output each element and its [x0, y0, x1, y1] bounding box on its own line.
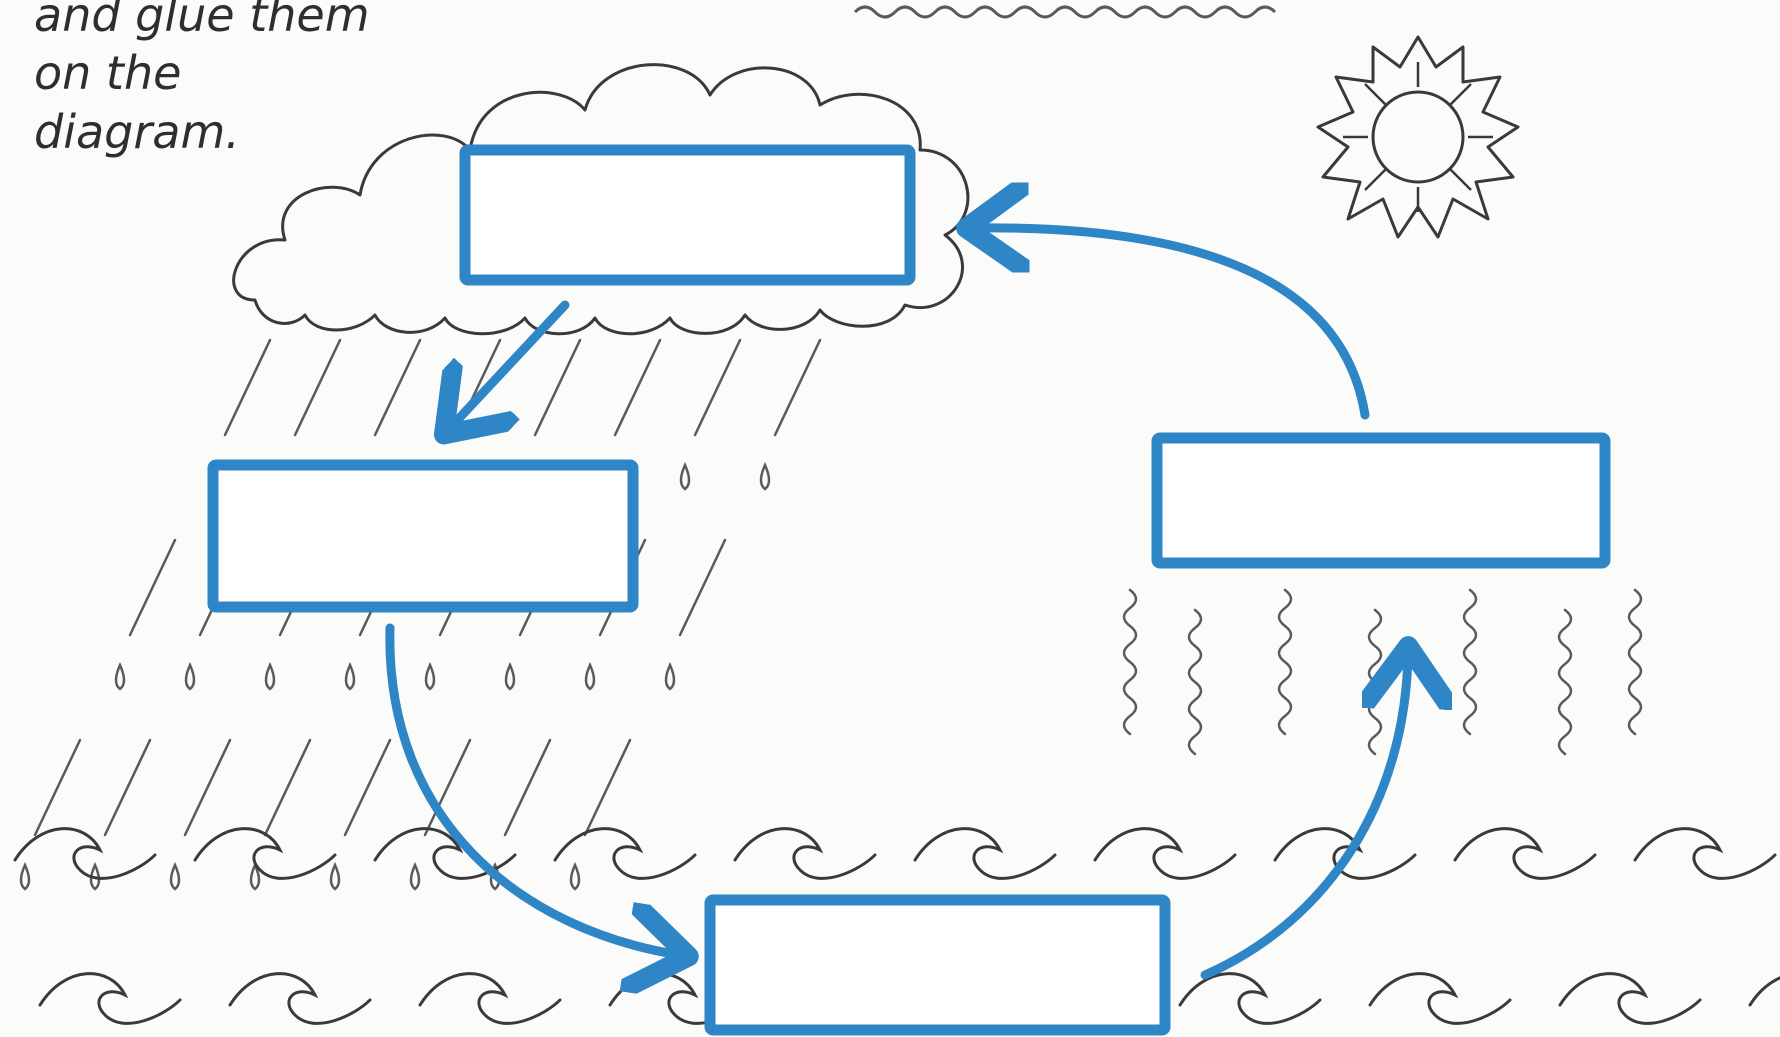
- label-box-rain[interactable]: [213, 465, 633, 607]
- arrow-sea-to-evaporation: [1205, 655, 1408, 975]
- wave-curl: [1370, 974, 1510, 1024]
- vapour-squiggle: [1279, 590, 1291, 734]
- label-box-sea[interactable]: [710, 900, 1165, 1030]
- label-box-evaporation[interactable]: [1157, 438, 1605, 563]
- vapour-squiggle: [1559, 610, 1571, 754]
- wave-curl: [420, 974, 560, 1024]
- evaporation-squiggles-icon: [1124, 590, 1641, 754]
- raindrop-icon: [666, 665, 674, 689]
- rain-streak: [585, 740, 630, 835]
- wave-curl: [230, 974, 370, 1024]
- vapour-squiggle: [1369, 610, 1381, 754]
- wave-curl: [1560, 974, 1700, 1024]
- vapour-squiggle: [1124, 590, 1136, 734]
- raindrop-icon: [586, 665, 594, 689]
- wave-curl: [915, 829, 1055, 879]
- arrow-evaporation-to-cloud: [975, 228, 1365, 415]
- rain-streak: [375, 340, 420, 435]
- raindrop-icon: [346, 665, 354, 689]
- rain-streak: [345, 740, 390, 835]
- raindrop-icon: [171, 865, 179, 889]
- sun-icon: [1318, 37, 1518, 237]
- name-line-squiggle: [855, 7, 1275, 17]
- rain-streak: [225, 340, 270, 435]
- raindrop-icon: [506, 665, 514, 689]
- rain-streak: [130, 540, 175, 635]
- rain-streak: [265, 740, 310, 835]
- wave-curl: [1750, 974, 1780, 1024]
- vapour-squiggle: [1629, 590, 1641, 734]
- raindrop-icon: [761, 465, 769, 489]
- raindrop-icon: [681, 465, 689, 489]
- raindrop-icon: [571, 865, 579, 889]
- rain-streak: [695, 340, 740, 435]
- rain-streak: [295, 340, 340, 435]
- rain-streak: [535, 340, 580, 435]
- rain-streak: [680, 540, 725, 635]
- wave-curl: [1180, 974, 1320, 1024]
- raindrop-icon: [21, 865, 29, 889]
- raindrop-icon: [411, 865, 419, 889]
- raindrop-icon: [116, 665, 124, 689]
- raindrop-icon: [426, 665, 434, 689]
- wave-curl: [735, 829, 875, 879]
- rain-streak: [505, 740, 550, 835]
- vapour-squiggle: [1189, 610, 1201, 754]
- wave-curl: [555, 829, 695, 879]
- wave-curl: [1095, 829, 1235, 879]
- rain-streak: [775, 340, 820, 435]
- wave-curl: [1635, 829, 1775, 879]
- rain-streak: [185, 740, 230, 835]
- raindrop-icon: [331, 865, 339, 889]
- label-box-cloud[interactable]: [465, 150, 910, 280]
- raindrop-icon: [186, 665, 194, 689]
- rain-streak: [615, 340, 660, 435]
- raindrop-icon: [266, 665, 274, 689]
- wave-curl: [40, 974, 180, 1024]
- rain-icon: [21, 340, 820, 889]
- vapour-squiggle: [1464, 590, 1476, 734]
- rain-streak: [35, 740, 80, 835]
- wave-curl: [15, 829, 155, 879]
- wave-curl: [1455, 829, 1595, 879]
- rain-streak: [105, 740, 150, 835]
